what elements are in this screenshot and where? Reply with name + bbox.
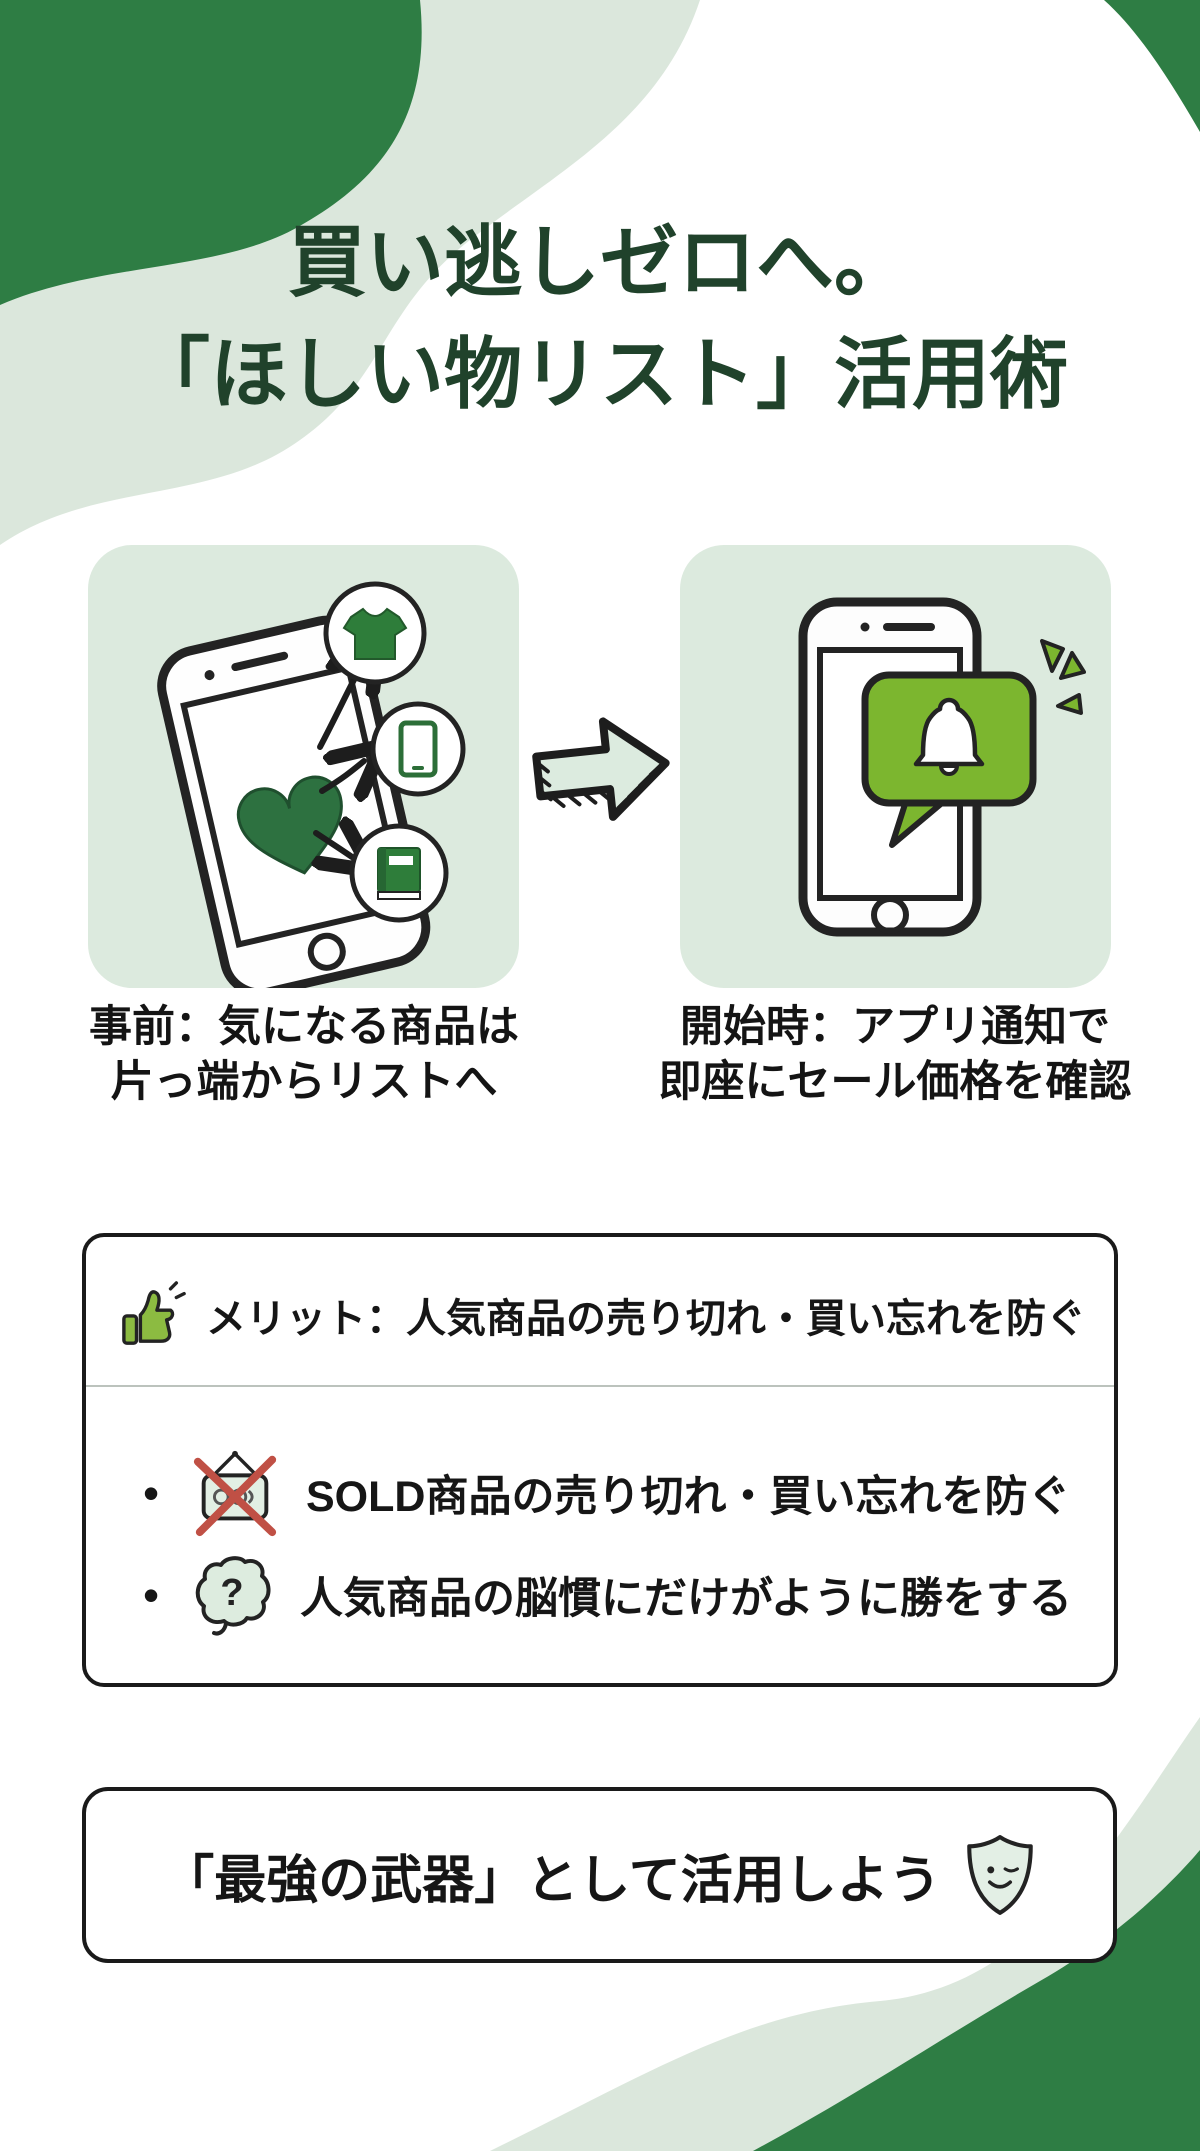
- bell-icon: [913, 697, 985, 776]
- merit-box: メリット：人気商品の売り切れ・買い忘れを防ぐ • SOLD商品の売り切れ・買い忘…: [82, 1233, 1118, 1687]
- sold-sign-crossed-icon: [193, 1450, 277, 1537]
- thumbs-up-icon: [122, 1281, 186, 1345]
- step1-illustration-panel: [88, 545, 519, 988]
- phone-notification-illustration: [798, 597, 1086, 937]
- alert-ticks-icon: [1040, 639, 1086, 715]
- brain-question-icon: ?: [195, 1556, 271, 1636]
- question-mark-glyph: ?: [220, 1572, 243, 1614]
- bullet-dot: •: [142, 1467, 160, 1519]
- tshirt-icon: [342, 607, 408, 660]
- step1-caption-line2: 片っ端からリストへ: [110, 1058, 498, 1106]
- bullet-dot: •: [142, 1569, 160, 1621]
- page-title-line2: 「ほしい物リスト」活用術: [131, 330, 1068, 418]
- merit-bullet-row-1: • SOLD商品の売り切れ・買い忘れを防ぐ: [138, 1443, 1070, 1543]
- merit-bullet-1-text: SOLD商品の売り切れ・買い忘れを防ぐ: [306, 1473, 1071, 1521]
- cta-box: 「最強の武器」として活用しよう: [82, 1787, 1117, 1963]
- cta-text: 「最強の武器」として活用しよう: [162, 1851, 941, 1910]
- step2-caption-line1: 開始時：アプリ通知で: [680, 1003, 1110, 1051]
- right-arrow-icon: [532, 717, 670, 821]
- bottom-right-wave-decoration: [490, 1717, 1200, 2151]
- step1-caption: 事前：気になる商品は 片っ端からリストへ: [64, 1000, 544, 1110]
- step1-caption-line1: 事前：気になる商品は: [89, 1003, 519, 1051]
- merit-bullet-2-text: 人気商品の脳慣にだけがように勝をする: [300, 1575, 1072, 1623]
- step2-caption: 開始時：アプリ通知で 即座にセール価格を確認: [645, 1000, 1145, 1110]
- step2-illustration-panel: [680, 545, 1111, 988]
- merit-header-text: メリット：人気商品の売り切れ・買い忘れを防ぐ: [206, 1297, 1086, 1341]
- top-left-wave-decoration: [0, 0, 700, 545]
- shirt-item-circle: [323, 581, 427, 685]
- merit-header: メリット：人気商品の売り切れ・買い忘れを防ぐ: [120, 1275, 1086, 1355]
- merit-divider: [86, 1385, 1114, 1387]
- page-title-line1: 買い逃しゼロへ。: [287, 218, 912, 306]
- tablet-item-circle: [370, 701, 466, 797]
- top-right-corner-decoration: [1104, 0, 1200, 132]
- arrow-to-book: [316, 833, 352, 857]
- tablet-icon: [398, 720, 438, 778]
- merit-bullet-row-2: • ? 人気商品の脳慣にだけがように勝をする: [138, 1545, 1072, 1645]
- step2-caption-line2: 即座にセール価格を確認: [658, 1058, 1132, 1106]
- arrow-to-tablet: [319, 761, 364, 791]
- winking-shield-icon: [966, 1835, 1033, 1915]
- notification-bubble: [861, 671, 1037, 848]
- page-title: 買い逃しゼロへ。 「ほしい物リスト」活用術: [0, 206, 1200, 430]
- book-icon: [377, 847, 421, 900]
- phone-heart-wishlist-illustration: [157, 581, 466, 988]
- book-item-circle: [349, 823, 449, 923]
